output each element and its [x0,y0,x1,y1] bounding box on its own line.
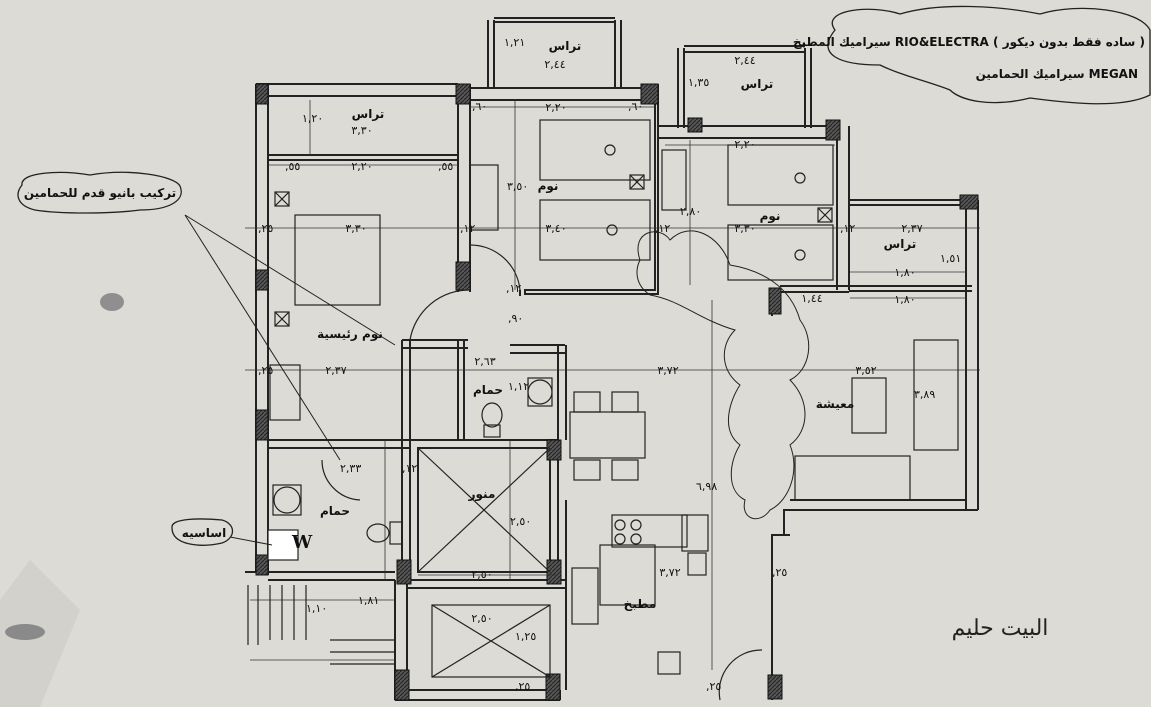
dim-label: ٣,٣٠ [351,124,372,137]
dim-label: ٢,٢٠ [351,160,372,173]
revision-clouds [636,230,810,520]
dim-label: ,٩٠ [508,312,523,325]
dim-label: ٦,٩٨ [696,480,717,493]
dim-label: ,١٢ [655,222,670,235]
room-terrace-left: تراس [352,107,385,121]
dim-label: ٢,٤٤ [734,54,755,67]
room-bedroom-right: نوم [760,209,781,224]
walls [245,17,979,701]
room-bedroom-top: نوم [538,179,559,194]
dim-label: ١,٣٥ [688,76,709,89]
dim-label: ١,٤٤ [801,292,822,305]
columns [255,83,979,701]
dim-label: ٢,٣٣ [340,462,361,475]
dimension-labels: ٢,٤٤ ١,٢١ ٢,٤٤ ١,٣٥ ٣,٣٠ ١,٢٠ ,٥٥ ٢,٢٠ ,… [258,36,961,693]
dim-label: ٣,٥٢ [855,364,876,377]
dim-label: ١,١٠ [306,602,327,615]
dim-label: ٢,٤٤ [544,58,565,71]
dim-label: ٣,٣٠ [734,222,755,235]
room-bath-master: حمام [473,383,503,398]
dim-label: ١,١٢ [508,380,529,393]
dim-label: ٣,٧٢ [659,566,680,579]
dim-label: ٢,٣٧ [325,364,346,377]
dim-label: ١,٨٠ [894,293,915,306]
note-texts: سيراميك المطبخ RIO&ELECTRA ( ساده فقط بد… [24,35,1145,641]
room-kitchen: مطبخ [624,597,657,611]
room-terrace-right: تراس [884,237,917,251]
dim-label: ٢,٢٠ [545,101,566,114]
room-lightwell: منور [468,487,496,502]
dim-label: ٣,٥٠ [507,180,528,193]
dim-label: ,٢٥ [515,680,530,693]
dim-label: ٢,٨٠ [680,205,701,218]
dim-label: ٢,٣٧ [901,222,922,235]
dim-label: ١,٨١ [358,594,379,607]
finishes-note-line2: سيراميك الحمامين MEGAN [976,67,1138,81]
signature: البيت حليم [952,616,1049,641]
room-bath-left: حمام [320,504,350,519]
dim-label: ,٢٥ [258,364,273,377]
dim-label: ٣,٤٠ [545,222,566,235]
dim-label: ١,٨٠ [894,266,915,279]
room-terrace-top: تراس [549,39,582,53]
bathtub-note: تركيب بانيو قدم للحمامين [24,186,176,201]
dim-label: ,٢٥ [706,680,721,693]
callouts [17,5,1151,546]
dim-label: ٢,٢٠ [734,138,755,151]
dim-label: ٢,٥٠ [510,515,531,528]
dim-label: ,١٢ [402,462,417,475]
base-note: اساسيه [182,526,226,540]
room-master-bedroom: نوم رئيسية [317,327,383,342]
leader-lines [184,214,396,546]
finishes-note-line1: سيراميك المطبخ RIO&ELECTRA ( ساده فقط بد… [793,35,1145,50]
dim-label: ,٢٥ [258,222,273,235]
dim-label: ,٥٥ [438,160,453,173]
dim-label: ,١٢ [840,222,855,235]
dim-label: ٢,٥٠ [471,612,492,625]
room-living: معيشة [816,397,855,411]
dim-label: ,٢٥ [772,566,787,579]
dim-label: ٢,٦٣ [474,355,495,368]
dim-label: ٣,٣٠ [345,222,366,235]
dim-label: ٣,٨٩ [914,388,935,401]
dim-label: ,١٢ [460,222,475,235]
dim-label: ,٦٠ [628,100,643,113]
dim-label: ١,٥١ [940,252,961,265]
dim-label: ,٥٥ [285,160,300,173]
w-mark: W [291,532,313,553]
dim-label: ١,٢٥ [515,630,536,643]
dim-label: ١,٢٠ [302,112,323,125]
dim-label: ,٦٠ [472,100,487,113]
dim-label: ٣,٧٢ [657,364,678,377]
room-terrace-top-right: تراس [741,77,774,91]
furniture [247,119,959,701]
dim-label: ١,٢١ [504,36,525,49]
dim-label: ٢,٥٠ [471,568,492,581]
dim-label: ,١٢ [506,282,521,295]
room-labels: تراس تراس تراس تراس نوم نوم نوم رئيسية ح… [317,39,916,611]
